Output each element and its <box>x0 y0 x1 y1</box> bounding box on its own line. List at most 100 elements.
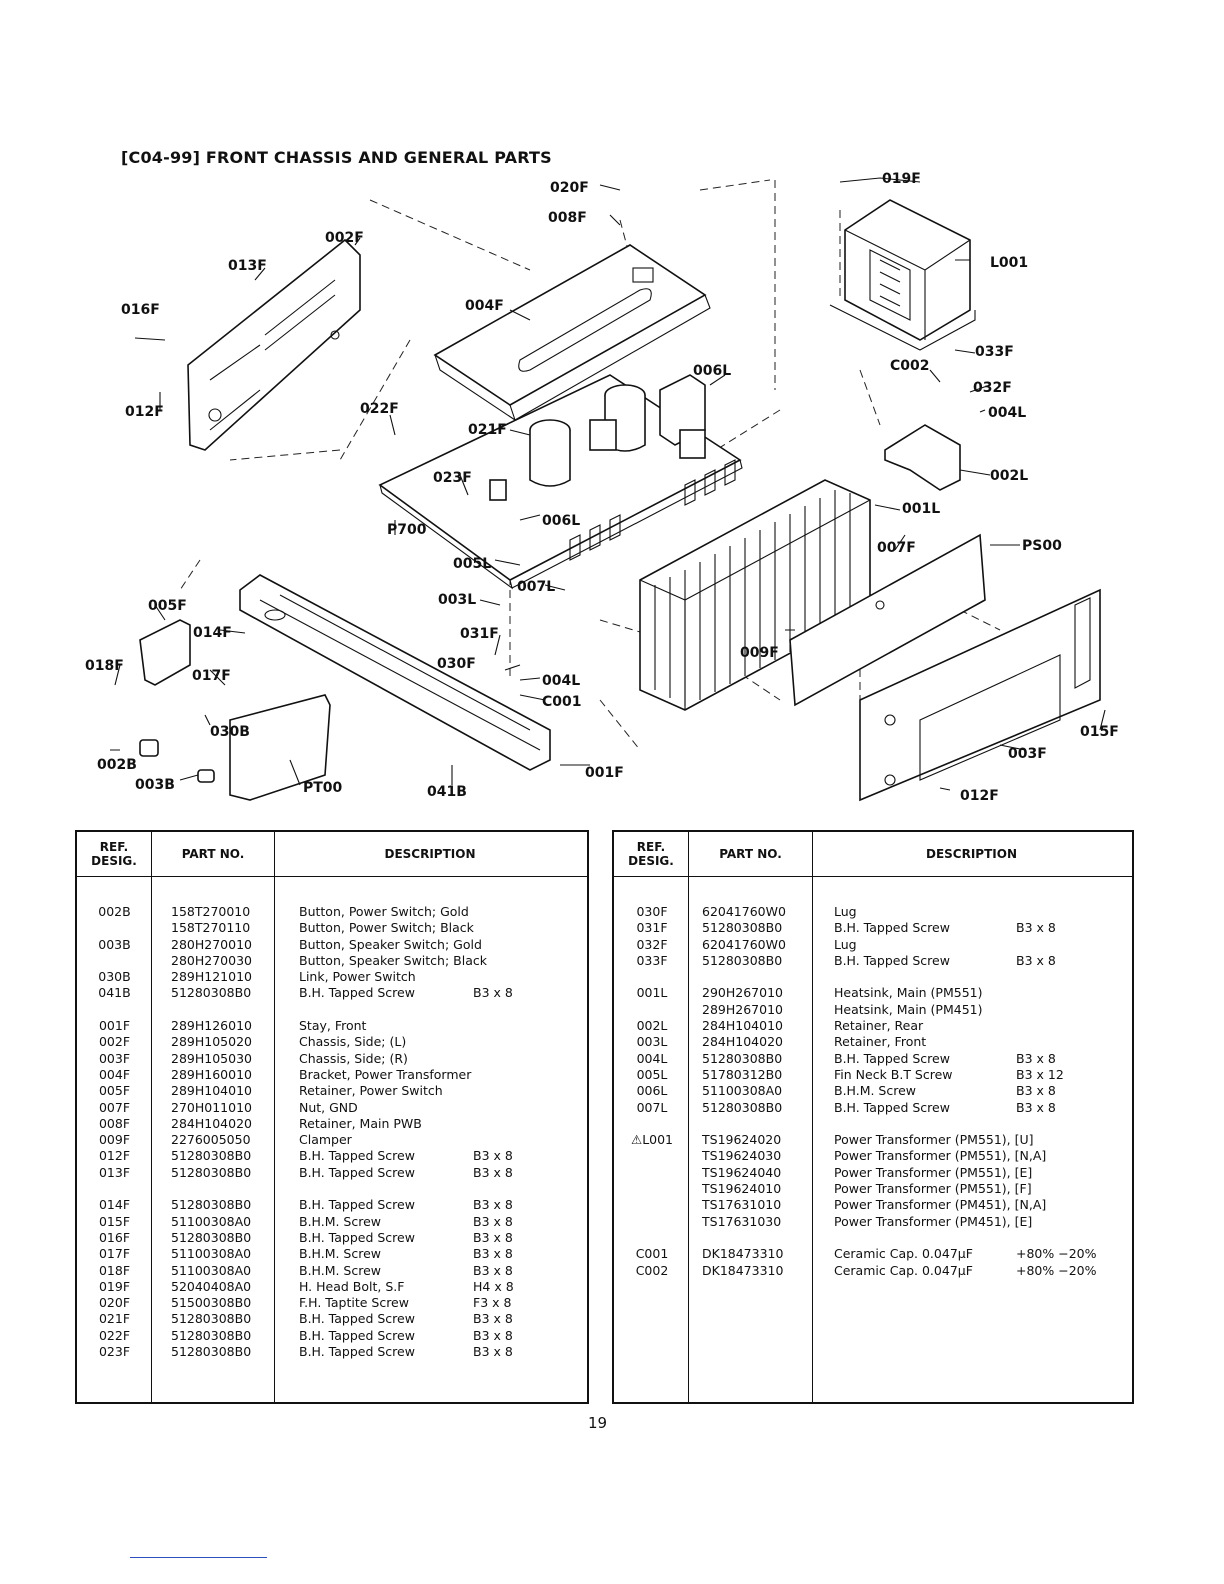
spec-cell: B3 x 8 <box>1016 920 1056 936</box>
description-cell: B.H. Tapped Screw <box>299 1148 415 1164</box>
power-transformer <box>829 199 976 351</box>
description-cell: Power Transformer (PM551), [E] <box>834 1164 1033 1180</box>
table-rows: 002B 158T270010 Button, Power Switch; Gold… <box>77 904 587 1360</box>
part-no-cell: 289H126010 <box>171 1018 252 1034</box>
part-no-cell: 51100308A0 <box>171 1213 252 1229</box>
spec-cell: +80% −20% <box>1016 1246 1097 1262</box>
part-no-cell: 270H011010 <box>171 1099 252 1115</box>
row-spacer <box>614 1230 1132 1246</box>
ref-desig-cell: 002F <box>98 1034 131 1050</box>
label-019F: 019F <box>882 171 921 187</box>
spec-cell: B3 x 8 <box>473 1327 513 1343</box>
part-no-cell: 280H270010 <box>171 936 252 952</box>
label-032F: 032F <box>973 380 1012 396</box>
spec-cell: B3 x 8 <box>473 1246 513 1262</box>
part-no-cell: 51280308B0 <box>171 1311 252 1327</box>
ref-desig-cell: 001L <box>636 985 668 1001</box>
ref-desig-cell: 033F <box>636 952 668 968</box>
ref-desig-cell: C002 <box>635 1262 669 1278</box>
description-cell: B.H. Tapped Screw <box>299 1344 415 1360</box>
part-no-cell: 52040408A0 <box>171 1278 252 1294</box>
part-no-cell: TS19624040 <box>702 1164 782 1180</box>
part-no-cell: 289H105030 <box>171 1050 252 1066</box>
description-cell: Power Transformer (PM451), [E] <box>834 1213 1033 1229</box>
label-004F: 004F <box>465 298 504 314</box>
description-cell: Chassis, Side; (L) <box>299 1034 407 1050</box>
retainer-power-switch <box>139 619 191 686</box>
ref-desig-cell: 041B <box>98 985 131 1001</box>
part-no-cell: 51280308B0 <box>702 1099 783 1115</box>
ref-desig-cell: 002B <box>98 904 131 919</box>
label-018F: 018F <box>85 658 124 674</box>
part-no-cell: 51280308B0 <box>702 952 783 968</box>
label-033F: 033F <box>975 344 1014 360</box>
description-cell: B.H. Tapped Screw <box>299 1229 415 1245</box>
label-006L-2: 006L <box>542 513 580 529</box>
ref-desig-cell: 022F <box>98 1327 131 1343</box>
label-005F: 005F <box>148 598 187 614</box>
description-cell: Button, Power Switch; Black <box>299 920 474 936</box>
label-012F-2: 012F <box>960 788 999 804</box>
ref-desig-cell: 008F <box>98 1115 131 1131</box>
part-no-cell: 284H104020 <box>702 1034 783 1050</box>
label-PS00: PS00 <box>1022 538 1062 554</box>
ref-desig-cell: 005L <box>636 1066 668 1082</box>
part-no-cell: 51280308B0 <box>171 1197 252 1213</box>
ref-desig-cell: 012F <box>98 1148 131 1164</box>
part-no-cell: 158T270010 <box>171 904 251 919</box>
part-no-cell: 290H267010 <box>702 985 783 1001</box>
ref-desig-cell: 020F <box>98 1295 131 1311</box>
ref-desig-cell: 003F <box>98 1050 131 1066</box>
label-020F: 020F <box>550 180 589 196</box>
description-cell: Retainer, Main PWB <box>299 1115 422 1131</box>
label-023F: 023F <box>433 470 472 486</box>
description-cell: B.H.M. Screw <box>299 1246 382 1262</box>
description-cell: Button, Power Switch; Gold <box>299 904 469 919</box>
description-cell: Power Transformer (PM551), [F] <box>834 1181 1032 1197</box>
description-cell: Ceramic Cap. 0.047μF <box>834 1246 973 1262</box>
part-no-cell: 51280308B0 <box>171 1327 252 1343</box>
description-cell: Retainer, Power Switch <box>299 1083 443 1099</box>
label-003L: 003L <box>438 592 476 608</box>
label-004L-2: 004L <box>542 673 580 689</box>
label-003F: 003F <box>1008 746 1047 762</box>
description-cell: Power Transformer (PM451), [N,A] <box>834 1197 1047 1213</box>
part-no-cell: 51280308B0 <box>171 1164 252 1180</box>
table-row: TS19624040 Power Transformer (PM551), [E] <box>614 1165 1132 1181</box>
description-cell: Bracket, Power Transformer <box>299 1066 472 1082</box>
part-no-cell: TS19624020 <box>702 1132 782 1148</box>
spec-cell: F3 x 8 <box>473 1295 512 1311</box>
description-cell: B.H. Tapped Screw <box>834 920 950 936</box>
spec-cell: B3 x 8 <box>473 1164 513 1180</box>
header-description: DESCRIPTION <box>384 847 476 861</box>
label-022F: 022F <box>360 401 399 417</box>
description-cell: Power Transformer (PM551), [N,A] <box>834 1148 1047 1164</box>
label-PT00: PT00 <box>303 780 343 796</box>
table-row: 002B 158T270010 Button, Power Switch; Gold <box>77 904 587 920</box>
description-cell: B.H. Tapped Screw <box>834 1099 950 1115</box>
description-cell: Clamper <box>299 1132 352 1148</box>
ref-desig-cell: 007F <box>98 1099 131 1115</box>
ref-desig-cell: 032F <box>636 936 668 952</box>
description-cell: Ceramic Cap. 0.047μF <box>834 1262 973 1278</box>
ref-desig-cell: 009F <box>98 1132 131 1148</box>
description-cell: Retainer, Front <box>834 1034 927 1050</box>
description-cell: B.H. Tapped Screw <box>299 1327 415 1343</box>
label-001L: 001L <box>902 501 940 517</box>
